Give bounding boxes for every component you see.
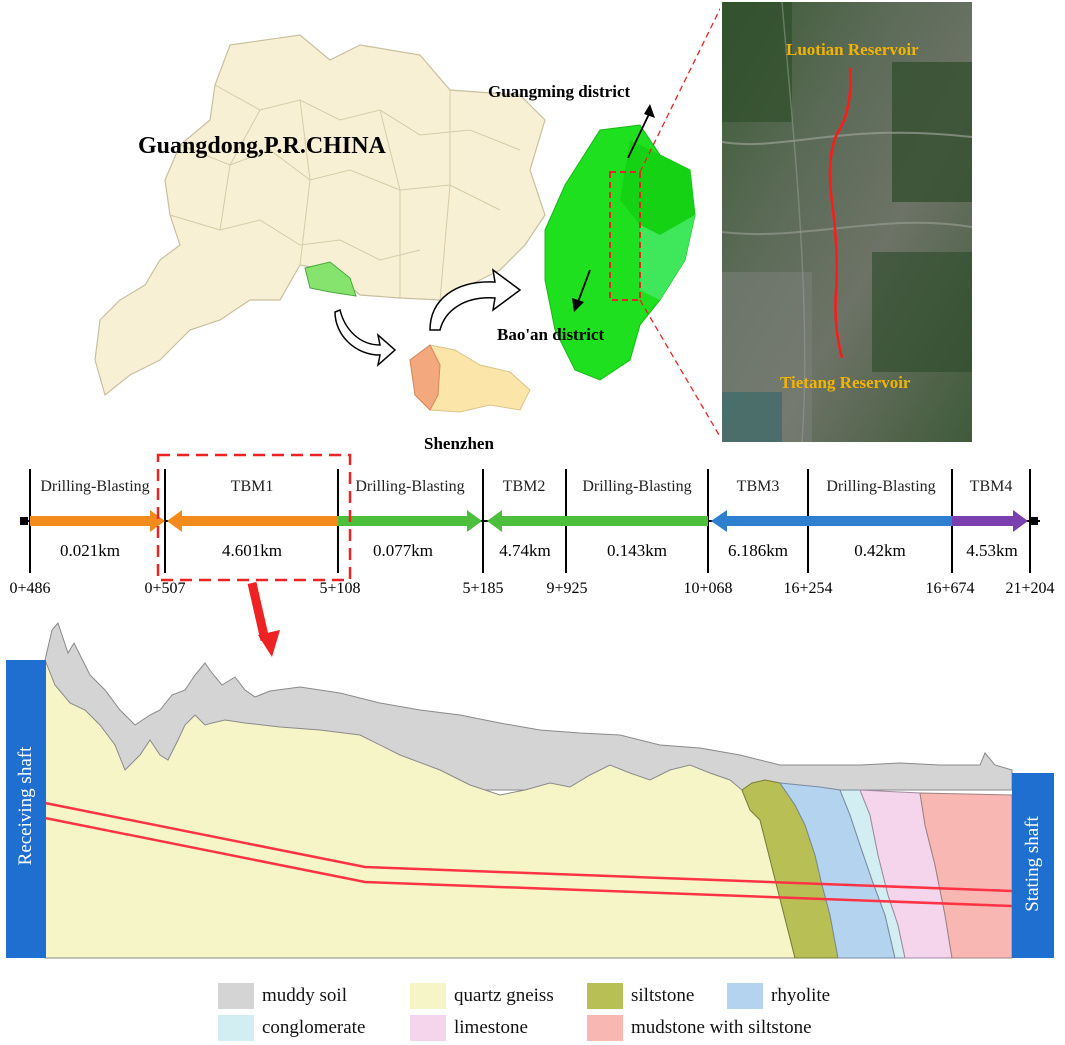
legend-label: muddy soil (262, 985, 347, 1006)
legend-item-rhyolite: rhyolite (727, 983, 830, 1009)
legend-label: rhyolite (771, 985, 831, 1006)
segment-name: TBM2 (502, 478, 546, 495)
segment-name: Drilling-Blasting (40, 478, 150, 495)
legend-label: limestone (454, 1017, 528, 1038)
chainage: 5+185 (462, 580, 504, 597)
city-label: Shenzhen (424, 434, 494, 453)
legend-label: conglomerate (262, 1017, 366, 1038)
chainage: 16+674 (925, 580, 975, 597)
legend-item-siltstone: siltstone (587, 983, 694, 1009)
segment-length: 0.077km (373, 541, 433, 560)
red-arrow-icon (258, 630, 280, 657)
segment-arrow-4 (487, 510, 708, 532)
segment-length: 4.74km (499, 541, 551, 560)
arrow-icon (644, 104, 655, 118)
legend-item-quartz-gneiss: quartz gneiss (410, 983, 554, 1009)
legend-item-conglomerate: conglomerate (218, 1015, 365, 1041)
starting-shaft (1012, 773, 1054, 958)
province-label: Guangdong,P.R.CHINA (138, 133, 386, 159)
shenzhen-highlight (304, 261, 357, 297)
segment-length: 0.021km (60, 541, 120, 560)
inset-box (609, 171, 641, 301)
segment-arrow-1 (30, 510, 165, 532)
chainage: 0+507 (144, 580, 186, 597)
segment-length: 4.601km (222, 541, 282, 560)
chainage: 10+068 (683, 580, 733, 597)
segment-name: TBM3 (736, 478, 780, 495)
chainage: 16+254 (783, 580, 833, 597)
satellite-image (722, 2, 972, 442)
legend-item-limestone: limestone (410, 1015, 528, 1041)
segment-name: Drilling-Blasting (826, 478, 936, 495)
legend-label: siltstone (631, 985, 695, 1006)
guangdong-map (94, 7, 720, 438)
baoan-area (409, 344, 441, 411)
arrow-icon (572, 298, 584, 312)
segment-length: 0.143km (607, 541, 667, 560)
segment-name: Drilling-Blasting (355, 478, 465, 495)
tbm1-highlight (156, 453, 352, 657)
segment-name: Drilling-Blasting (582, 478, 692, 495)
segment-length: 6.186km (728, 541, 788, 560)
tunnel-line-lower (44, 816, 1013, 908)
chainage: 0+486 (9, 580, 51, 597)
segment-arrow-6 (952, 510, 1028, 532)
chainage: 9+925 (546, 580, 588, 597)
segment-length: 4.53km (966, 541, 1018, 560)
district-south-label: Bao'an district (497, 325, 605, 344)
legend-item-mudstone-siltstone: mudstone with siltstone (587, 1015, 812, 1041)
geological-profile (44, 622, 1013, 959)
receiving-shaft (6, 660, 46, 958)
starting-shaft-label: Stating shaft (1022, 816, 1043, 912)
segment-length: 0.42km (854, 541, 906, 560)
reservoir-north-label: Luotian Reservoir (786, 40, 919, 59)
guangming-area (620, 140, 695, 235)
district-north-label: Guangming district (488, 82, 631, 101)
segment-name: TBM1 (230, 478, 274, 495)
chainage: 5+108 (319, 580, 361, 597)
segment-name: TBM4 (969, 478, 1013, 495)
tunnel-route (828, 67, 852, 359)
segment-arrow-5 (711, 510, 952, 532)
curved-arrow-icon (334, 308, 397, 368)
reservoir-south-label: Tietang Reservoir (780, 373, 911, 392)
receiving-shaft-label: Receiving shaft (15, 746, 36, 866)
tunnel-line-upper (44, 801, 1013, 893)
chainage: 21+204 (1005, 580, 1055, 597)
guangdong-province-shape (94, 34, 546, 397)
curved-arrow-icon (429, 268, 522, 331)
segment-arrow-2 (167, 510, 338, 532)
legend-label: mudstone with siltstone (631, 1017, 812, 1038)
alignment-diagram (20, 469, 1040, 573)
legend-item-muddy-soil: muddy soil (218, 983, 347, 1009)
layer-quartz-gneiss (44, 659, 796, 959)
segment-arrow-3 (338, 510, 482, 532)
legend-label: quartz gneiss (454, 985, 554, 1006)
